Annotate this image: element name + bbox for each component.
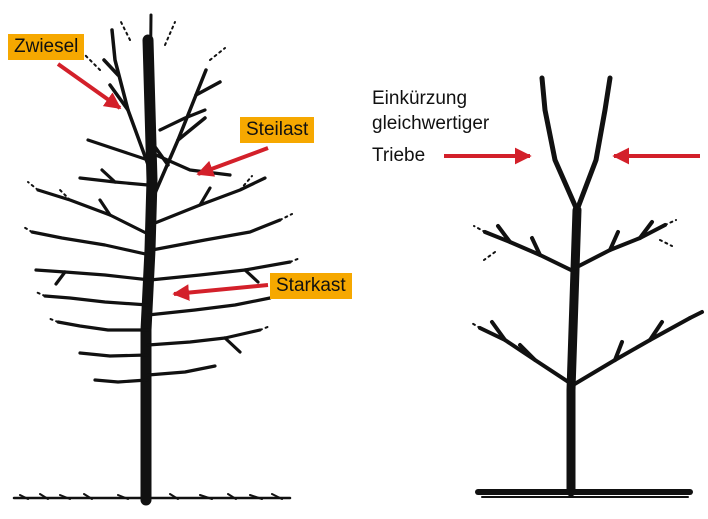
left-tree-ground — [12, 493, 292, 500]
left-tree-twigs — [21, 19, 301, 331]
right-tree-twigs — [469, 219, 677, 329]
right-tree-lower-scaffold — [478, 310, 704, 387]
right-tree-leaders — [539, 75, 613, 213]
left-tree-trunk — [140, 13, 158, 506]
left-tree-unpruned — [12, 13, 301, 506]
arrow-steilast — [196, 146, 269, 177]
left-tree-branches-left — [30, 138, 152, 384]
annotation-arrows — [56, 62, 700, 301]
label-einkuerzung-line3: Triebe — [372, 145, 426, 166]
label-steilast: Steilast — [240, 117, 315, 143]
arrow-zwiesel — [56, 62, 122, 110]
right-tree-ground — [475, 489, 693, 498]
label-einkuerzung-line1: Einkürzung — [372, 88, 468, 109]
left-tree-steilast-branch — [148, 68, 222, 202]
label-zwiesel: Zwiesel — [8, 34, 85, 60]
right-tree-upper-scaffold — [483, 220, 667, 274]
right-tree-pruned — [469, 75, 704, 498]
left-tree-branches-right — [146, 108, 292, 377]
label-starkast: Starkast — [270, 273, 352, 299]
label-einkuerzung-line2: gleichwertiger — [372, 113, 490, 134]
arrow-starkast — [172, 283, 269, 301]
right-tree-trunk — [566, 205, 582, 497]
